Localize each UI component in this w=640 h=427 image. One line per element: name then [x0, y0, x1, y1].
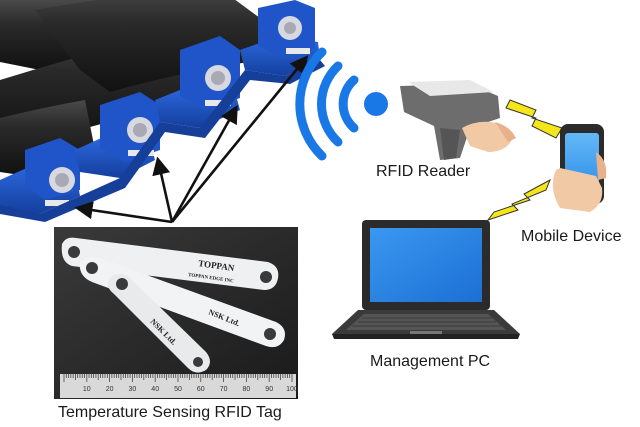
tag-location-arrows	[74, 55, 309, 224]
rfid-reader-label: RFID Reader	[376, 163, 471, 180]
rfid-reader-icon	[400, 80, 516, 160]
ruler-number: 50	[174, 386, 182, 393]
ruler-number: 10	[83, 386, 91, 393]
mobile-device-label: Mobile Device	[521, 228, 622, 245]
ruler-number: 70	[220, 386, 228, 393]
rfid-tag: NSK Ltd.	[107, 274, 210, 373]
tag-sub-text: TOPPAN EDGE INC	[188, 273, 235, 284]
mobile-device-icon	[552, 124, 607, 212]
ruler-number: 40	[151, 386, 159, 393]
lightning-bolt-icon	[486, 178, 551, 221]
rfid-tag-photo: TOPPAN TOPPAN EDGE INC NSK Ltd. NSK Ltd.…	[54, 227, 298, 399]
rfid-tag: TOPPAN TOPPAN EDGE INC	[61, 237, 279, 290]
ruler-number: 30	[129, 386, 137, 393]
ruler-number: 80	[243, 386, 251, 393]
ruler-number: 20	[106, 386, 114, 393]
wifi-signal-icon	[295, 47, 388, 161]
ruler-number: 60	[197, 386, 205, 393]
ruler-number: 100	[286, 386, 298, 393]
conveyor-machinery	[0, 0, 325, 222]
ruler-number: 90	[265, 386, 273, 393]
laptop-icon	[332, 220, 520, 339]
bearing-housing	[0, 138, 80, 214]
bearing-housing	[240, 0, 320, 76]
management-pc-label: Management PC	[370, 353, 491, 370]
rfid-tag-label: Temperature Sensing RFID Tag	[58, 404, 282, 421]
ruler: 10 20 30 40 50 60 70 80 90 100	[60, 374, 298, 398]
lightning-bolt-icon	[505, 99, 563, 139]
